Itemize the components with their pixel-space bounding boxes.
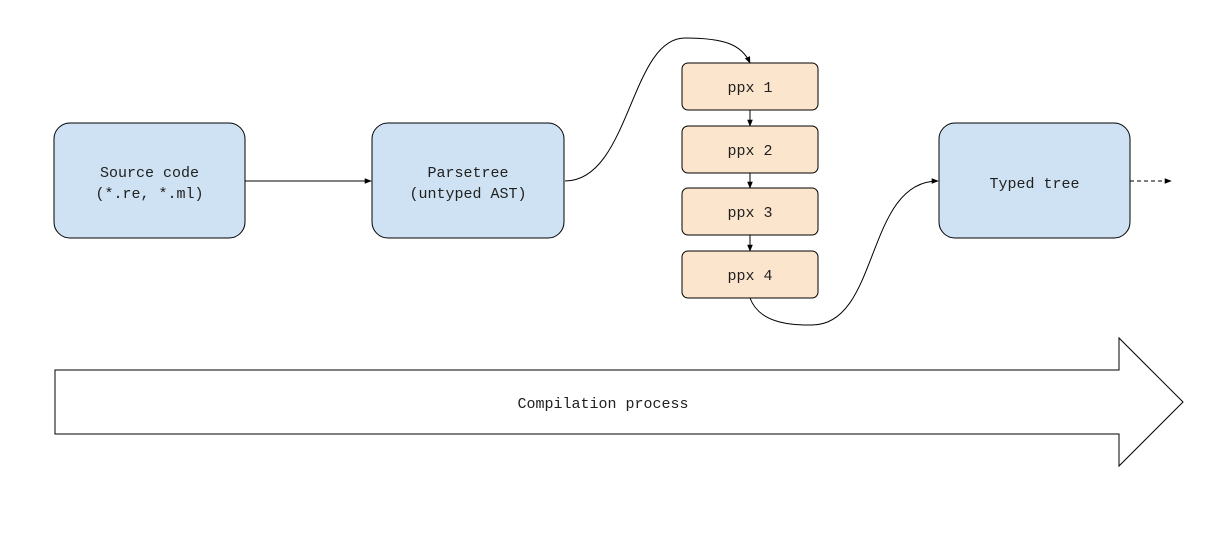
- parsetree-node: Parsetree (untyped AST): [371, 122, 565, 239]
- source-code-extensions: (*.re, *.ml): [95, 186, 203, 203]
- source-code-node: Source code (*.re, *.ml): [53, 122, 246, 239]
- ppx-label-4: ppx 4: [727, 268, 772, 285]
- edge-parsetree-to-ppx1: [564, 37, 751, 182]
- typed-tree-label: Typed tree: [989, 176, 1079, 193]
- ppx-label-2: ppx 2: [727, 143, 772, 160]
- edge-ppx4-to-typed-tree: [749, 178, 939, 326]
- ppx-label-1: ppx 1: [727, 80, 772, 97]
- ppx-node-2: ppx 2: [681, 125, 819, 174]
- compilation-process-arrow: Compilation process: [54, 336, 1184, 468]
- compilation-process-label: Compilation process: [517, 396, 688, 413]
- ppx-node-4: ppx 4: [681, 250, 819, 299]
- ppx-node-3: ppx 3: [681, 187, 819, 236]
- typed-tree-node: Typed tree: [938, 122, 1131, 239]
- parsetree-label: Parsetree: [427, 165, 508, 182]
- source-code-label: Source code: [100, 165, 199, 182]
- ppx-label-3: ppx 3: [727, 205, 772, 222]
- ppx-node-1: ppx 1: [681, 62, 819, 111]
- parsetree-subtitle: (untyped AST): [409, 186, 526, 203]
